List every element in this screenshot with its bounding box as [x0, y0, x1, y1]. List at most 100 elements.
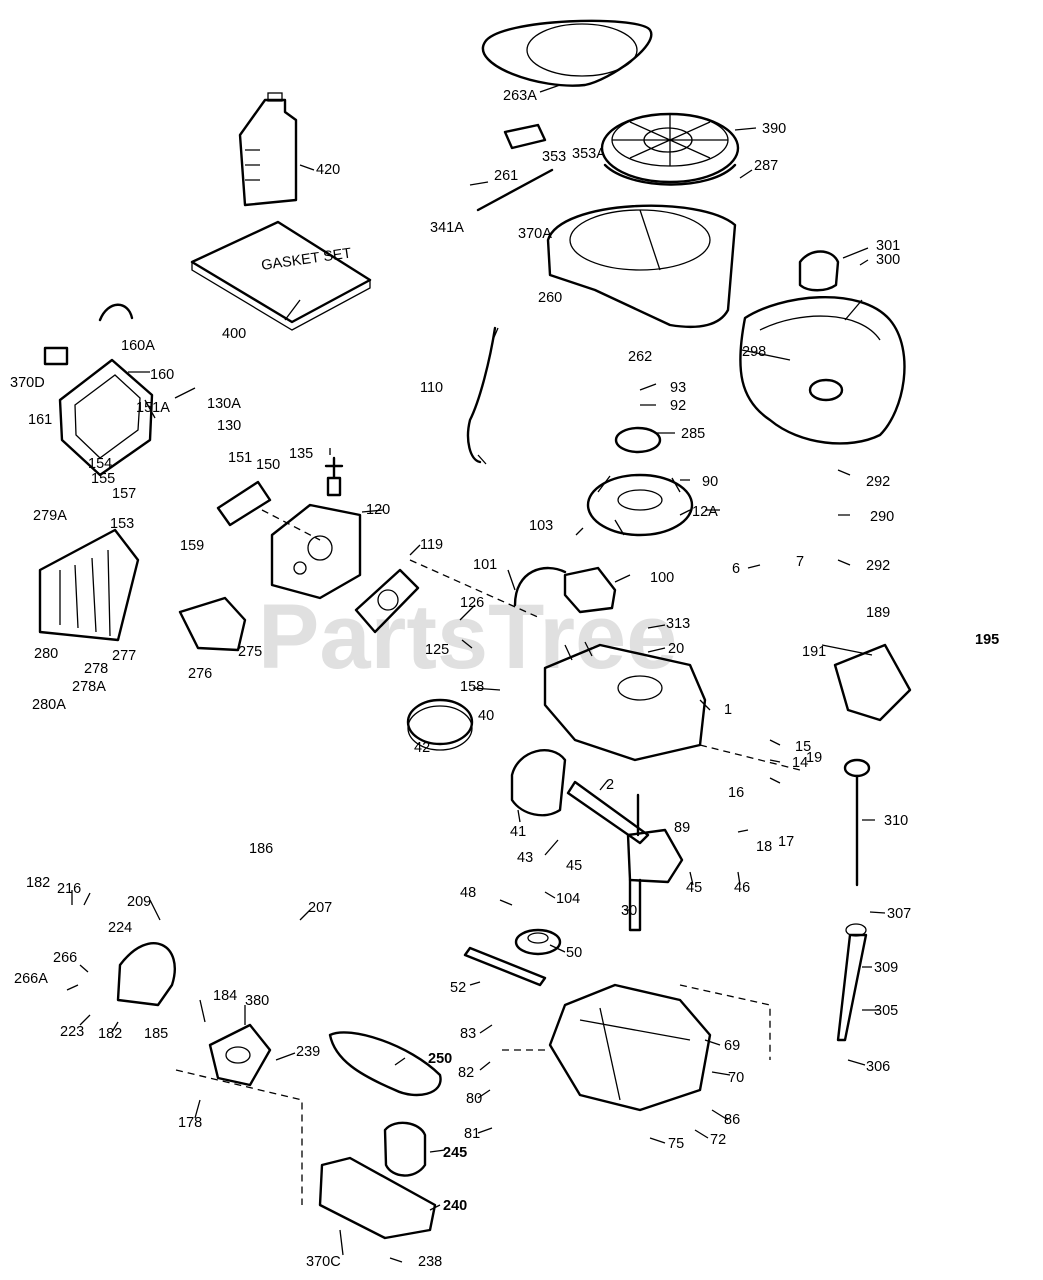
label-100: 100	[650, 570, 674, 586]
part-261-control-cable	[469, 168, 554, 212]
part-400-gasket-set: GASKET SET	[190, 220, 372, 331]
label-104: 104	[556, 891, 580, 907]
part-120-cylinder-head	[270, 503, 362, 600]
label-420: 420	[316, 162, 340, 178]
label-151a: 151A	[136, 400, 170, 416]
label-45b: 45	[686, 880, 702, 896]
label-160a: 160A	[121, 338, 155, 354]
label-209: 209	[127, 894, 151, 910]
label-290: 290	[870, 509, 894, 525]
label-239: 239	[296, 1044, 320, 1060]
part-245-air-filter	[383, 1121, 427, 1177]
label-83: 83	[460, 1026, 476, 1042]
label-287: 287	[754, 158, 778, 174]
label-82: 82	[458, 1065, 474, 1081]
part-52-shaft	[463, 946, 547, 987]
part-275-muffler	[178, 596, 247, 652]
label-92: 92	[670, 398, 686, 414]
label-370a: 370A	[518, 226, 552, 242]
label-135: 135	[289, 446, 313, 462]
label-280a: 280A	[32, 697, 66, 713]
label-14: 14	[792, 755, 808, 771]
label-182b: 182	[98, 1026, 122, 1042]
label-370d: 370D	[10, 375, 45, 391]
part-260-blower-housing	[546, 204, 737, 329]
label-15: 15	[795, 739, 811, 755]
assembly-line	[679, 984, 771, 1060]
leader-line	[66, 84, 886, 1263]
label-160: 160	[150, 367, 174, 383]
label-307: 307	[887, 906, 911, 922]
label-341a: 341A	[430, 220, 464, 236]
label-80: 80	[466, 1091, 482, 1107]
assembly-line	[175, 1069, 303, 1205]
label-260: 260	[538, 290, 562, 306]
part-390-rewind-starter	[600, 112, 740, 186]
label-93: 93	[670, 380, 686, 396]
label-370c: 370C	[306, 1254, 341, 1270]
label-6: 6	[732, 561, 740, 577]
label-224: 224	[108, 920, 132, 936]
label-7: 7	[796, 554, 804, 570]
label-178: 178	[178, 1115, 202, 1131]
part-159-gasket	[216, 480, 272, 527]
part-30-crankshaft	[626, 793, 684, 932]
label-292b: 292	[866, 558, 890, 574]
part-160-valve-cover	[58, 358, 154, 477]
part-420-oil-bottle	[238, 92, 298, 207]
label-240: 240	[443, 1198, 467, 1214]
label-186: 186	[249, 841, 273, 857]
label-313: 313	[666, 616, 690, 632]
label-390: 390	[762, 121, 786, 137]
gasket-set-text: GASKET SET	[260, 245, 352, 273]
part-370d-decal	[43, 346, 69, 366]
label-16: 16	[728, 785, 744, 801]
label-130a: 130A	[207, 396, 241, 412]
label-245: 245	[443, 1145, 467, 1161]
part-45-connecting-rod	[566, 780, 650, 845]
label-70: 70	[728, 1070, 744, 1086]
label-50: 50	[566, 945, 582, 961]
watermark: PartsTree	[258, 586, 677, 688]
label-153: 153	[110, 516, 134, 532]
label-353a: 353A	[572, 146, 606, 162]
label-126: 126	[460, 595, 484, 611]
part-119-head-gasket	[354, 568, 420, 634]
part-191-governor-bracket	[833, 643, 912, 722]
label-306: 306	[866, 1059, 890, 1075]
part-353-bracket	[503, 123, 547, 150]
label-43: 43	[517, 850, 533, 866]
part-70-sump	[548, 983, 712, 1112]
assembly-line	[261, 509, 321, 541]
part-310-dipstick	[843, 758, 871, 887]
label-40: 40	[478, 708, 494, 724]
label-400: 400	[222, 326, 246, 342]
part-305-dipstick-tube	[836, 923, 868, 1042]
label-276: 276	[188, 666, 212, 682]
part-224-intake	[116, 942, 176, 1007]
label-20: 20	[668, 641, 684, 657]
label-103: 103	[529, 518, 553, 534]
label-17: 17	[778, 834, 794, 850]
label-353: 353	[542, 149, 566, 165]
label-151: 151	[228, 450, 252, 466]
label-1: 1	[724, 702, 732, 718]
label-285: 285	[681, 426, 705, 442]
label-158: 158	[460, 679, 484, 695]
label-250: 250	[428, 1051, 452, 1067]
part-240-air-cleaner-base	[318, 1156, 437, 1240]
label-189: 189	[866, 605, 890, 621]
label-86: 86	[724, 1112, 740, 1128]
label-19: 19	[806, 750, 822, 766]
label-309: 309	[874, 960, 898, 976]
label-238: 238	[418, 1254, 442, 1270]
part-50-cam-gear	[514, 928, 562, 956]
label-154: 154	[88, 456, 112, 472]
label-110: 110	[420, 380, 443, 396]
label-301: 301	[876, 238, 900, 254]
label-72: 72	[710, 1132, 726, 1148]
assembly-line	[699, 744, 801, 771]
part-110-ground-wire	[466, 326, 499, 465]
label-263a: 263A	[503, 88, 537, 104]
